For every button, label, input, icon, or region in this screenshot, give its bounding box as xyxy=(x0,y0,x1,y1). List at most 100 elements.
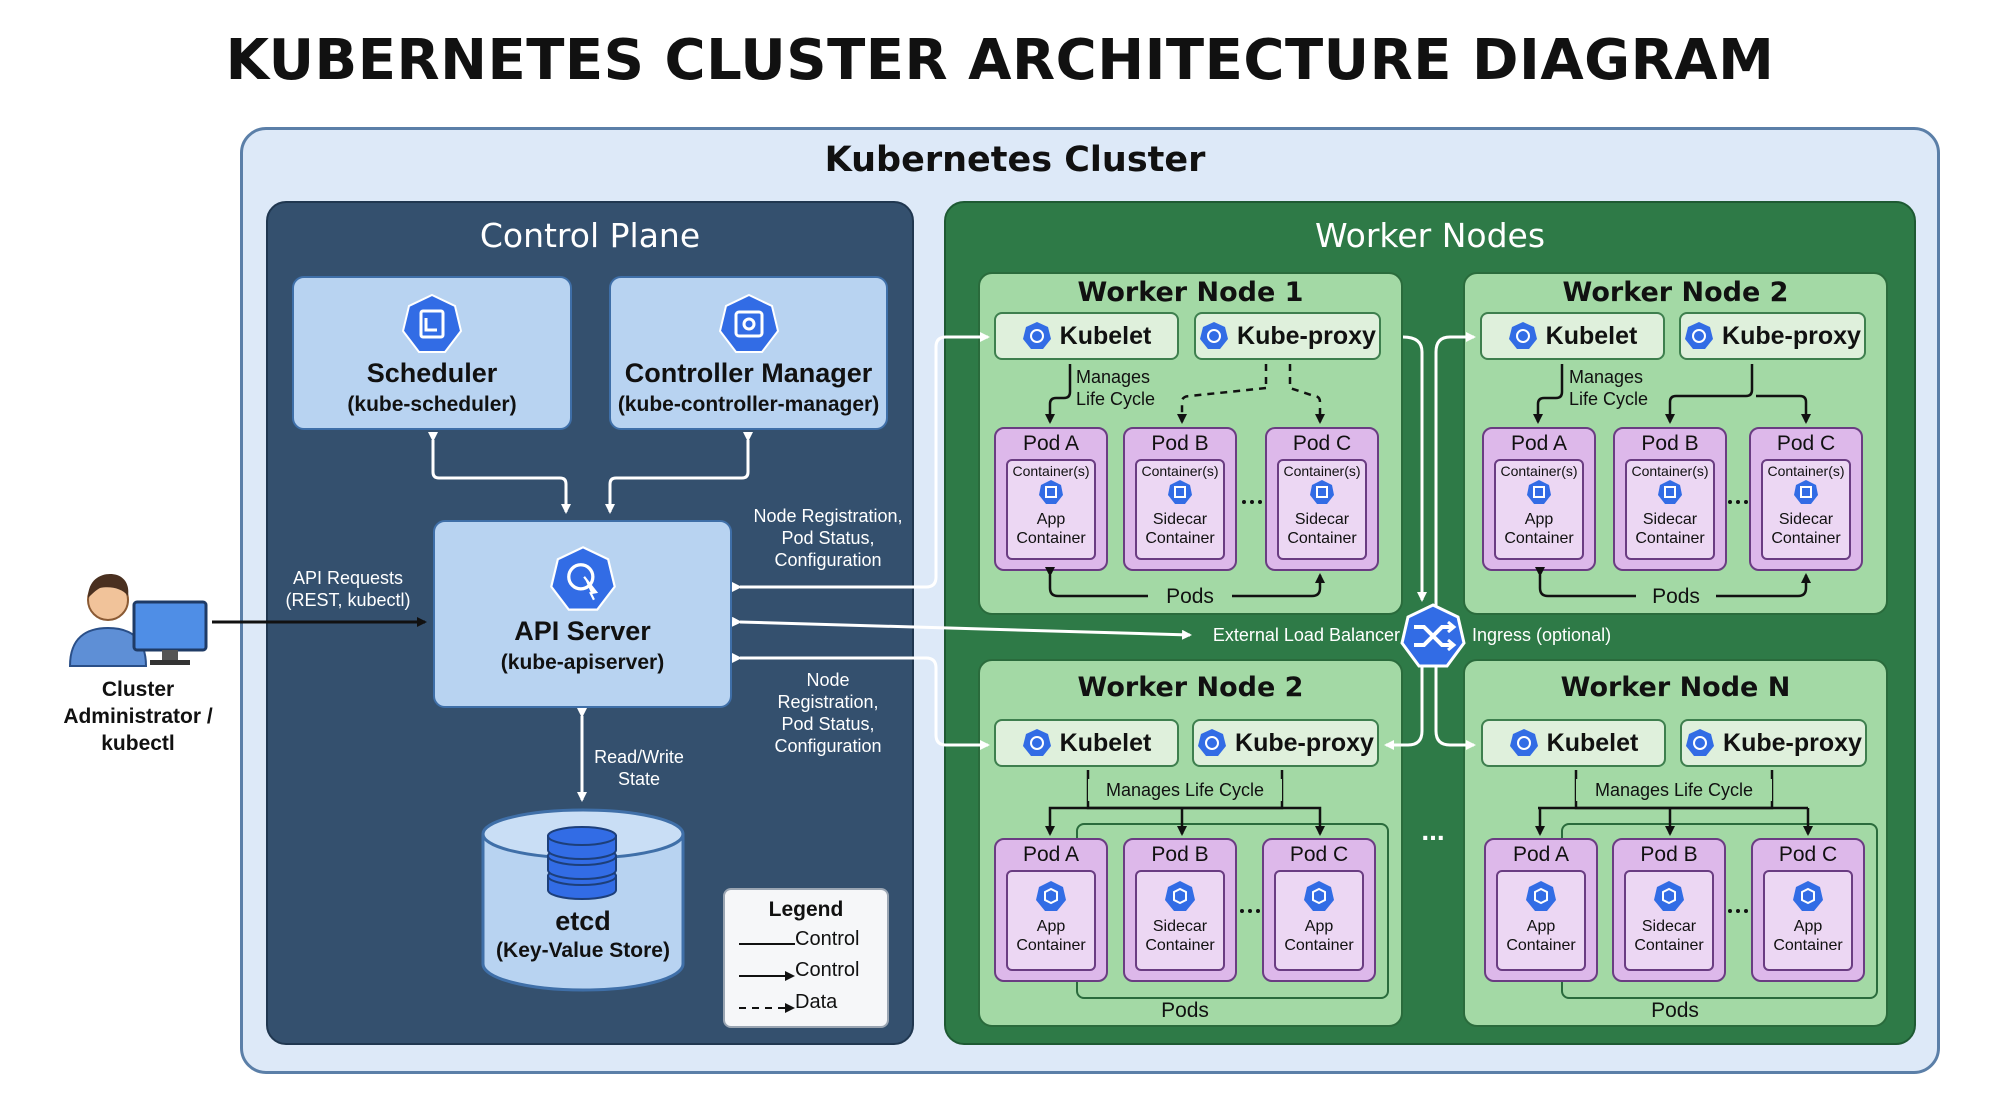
pod-a-node-1[interactable]: Pod A Container(s) App Container xyxy=(994,427,1108,571)
api-requests-label: API Requests (REST, kubectl) xyxy=(270,567,426,611)
pod-b-node-1[interactable]: Pod B Container(s) Sidecar Container xyxy=(1123,427,1237,571)
controller-manager-name: Controller Manager xyxy=(624,358,873,388)
kube-proxy-node-2-bottom[interactable]: Kube-proxy xyxy=(1192,719,1379,767)
pod-name: Pod C xyxy=(1289,843,1349,866)
pod-a-node-2-top[interactable]: Pod A Container(s) App Container xyxy=(1482,427,1596,571)
pod-c-node-2-top[interactable]: Pod C Container(s) Sidecar Container xyxy=(1749,427,1863,571)
container-icon xyxy=(1165,881,1195,911)
node-reg-bottom-line2: Registration, xyxy=(777,692,879,712)
manages-line1: Manages xyxy=(1569,367,1644,387)
more-nodes-ellipsis: ... xyxy=(1421,815,1445,846)
kubelet-label: Kubelet xyxy=(1546,728,1639,757)
api-server-icon xyxy=(549,546,616,611)
pod-c-node-n[interactable]: Pod C App Container xyxy=(1751,838,1865,982)
container-text-1: App xyxy=(1793,918,1823,935)
ingress-label: Ingress (optional) xyxy=(1472,625,1612,645)
containers-label: Container(s) xyxy=(1283,463,1361,479)
container-box: Sidecar Container xyxy=(1624,870,1714,971)
pod-a-node-n[interactable]: Pod A App Container xyxy=(1484,838,1598,982)
pods-label-node-2-bottom: Pods xyxy=(1161,999,1209,1022)
etcd-sub: (Key-Value Store) xyxy=(496,939,670,962)
node-reg-top-line3: Configuration xyxy=(774,550,882,570)
pod-b-node-2-top[interactable]: Pod B Container(s) Sidecar Container xyxy=(1613,427,1727,571)
container-text-2: Container xyxy=(1504,530,1574,547)
container-text-1: Sidecar xyxy=(1642,511,1698,528)
pods-label-node-2-top: Pods xyxy=(1652,585,1700,608)
kubelet-label: Kubelet xyxy=(1059,321,1152,350)
pod-b-node-2-bottom[interactable]: Pod B Sidecar Container xyxy=(1123,838,1237,982)
controller-manager-box[interactable]: Controller Manager (kube-controller-mana… xyxy=(609,276,888,430)
pod-name: Pod C xyxy=(1778,843,1838,866)
container-box: Container(s) App Container xyxy=(1494,459,1584,560)
kubelet-node-1[interactable]: Kubelet xyxy=(994,312,1179,360)
containers-label: Container(s) xyxy=(1012,463,1090,479)
worker-node-1-title: Worker Node 1 xyxy=(1077,277,1304,308)
container-box: Container(s) Sidecar Container xyxy=(1625,459,1715,560)
container-box: Container(s) Sidecar Container xyxy=(1135,459,1225,560)
kubelet-icon xyxy=(1022,729,1051,756)
kube-proxy-icon xyxy=(1685,322,1714,349)
admin-label-line2: Administrator / xyxy=(63,705,213,728)
legend-item-control-line: Control xyxy=(795,928,860,950)
pod-b-node-n[interactable]: Pod B Sidecar Container xyxy=(1612,838,1726,982)
node-registration-bottom-label: Node Registration, Pod Status, Configura… xyxy=(748,669,908,757)
container-text-2: Container xyxy=(1284,937,1354,954)
etcd-name: etcd xyxy=(555,906,611,936)
kube-proxy-node-n[interactable]: Kube-proxy xyxy=(1680,719,1867,767)
container-box: Container(s) Sidecar Container xyxy=(1761,459,1851,560)
kube-proxy-icon xyxy=(1200,322,1229,349)
container-icon xyxy=(1036,881,1066,911)
container-text-2: Container xyxy=(1016,530,1086,547)
container-text-2: Container xyxy=(1016,937,1086,954)
pod-name: Pod C xyxy=(1776,432,1836,455)
pod-a-node-2-bottom[interactable]: Pod A App Container xyxy=(994,838,1108,982)
container-icon xyxy=(1654,881,1684,911)
kubelet-node-2-top[interactable]: Kubelet xyxy=(1480,312,1665,360)
manages-label-node-2-bottom: Manages Life Cycle xyxy=(1088,779,1282,801)
legend-title: Legend xyxy=(768,898,844,921)
kubelet-node-2-bottom[interactable]: Kubelet xyxy=(994,719,1179,767)
scheduler-box[interactable]: Scheduler (kube-scheduler) xyxy=(292,276,572,430)
kube-proxy-node-2-top[interactable]: Kube-proxy xyxy=(1679,312,1866,360)
api-requests-line2: (REST, kubectl) xyxy=(285,590,411,610)
container-icon xyxy=(1310,480,1334,504)
read-write-line1: Read/Write xyxy=(594,747,684,767)
api-server-sub: (kube-apiserver) xyxy=(500,651,665,674)
kube-proxy-icon xyxy=(1686,729,1715,756)
database-icon xyxy=(547,826,617,900)
container-box: App Container xyxy=(1006,870,1096,971)
node-registration-top-label: Node Registration, Pod Status, Configura… xyxy=(738,505,918,571)
container-text-1: Sidecar xyxy=(1294,511,1350,528)
kubelet-node-n[interactable]: Kubelet xyxy=(1481,719,1666,767)
kube-proxy-label: Kube-proxy xyxy=(1235,728,1374,757)
kube-proxy-node-1[interactable]: Kube-proxy xyxy=(1194,312,1381,360)
controller-manager-sub: (kube-controller-manager) xyxy=(617,393,880,416)
container-text-1: Sidecar xyxy=(1641,918,1697,935)
container-icon xyxy=(1168,480,1192,504)
manages-label-node-2-top: Manages Life Cycle xyxy=(1569,366,1659,410)
pod-name: Pod A xyxy=(1512,843,1570,866)
worker-node-2-bottom-title: Worker Node 2 xyxy=(1077,672,1304,703)
pod-c-node-2-bottom[interactable]: Pod C App Container xyxy=(1262,838,1376,982)
api-server-box[interactable]: API Server (kube-apiserver) xyxy=(433,520,732,708)
page-title: KUBERNETES CLUSTER ARCHITECTURE DIAGRAM xyxy=(225,28,1775,93)
containers-label: Container(s) xyxy=(1141,463,1219,479)
pod-c-node-1[interactable]: Pod C Container(s) Sidecar Container xyxy=(1265,427,1379,571)
container-icon xyxy=(1658,480,1682,504)
manages-line2: Life Cycle xyxy=(1569,389,1649,409)
container-text-2: Container xyxy=(1287,530,1357,547)
container-text-1: Sidecar xyxy=(1778,511,1834,528)
kube-proxy-label: Kube-proxy xyxy=(1237,321,1376,350)
container-text-2: Container xyxy=(1506,937,1576,954)
load-balancer-icon[interactable] xyxy=(1400,603,1466,669)
container-text-2: Container xyxy=(1771,530,1841,547)
read-write-line2: State xyxy=(617,769,661,789)
containers-label: Container(s) xyxy=(1767,463,1845,479)
manages-line2: Life Cycle xyxy=(1076,389,1156,409)
container-text-2: Container xyxy=(1145,937,1215,954)
container-box: App Container xyxy=(1274,870,1364,971)
pod-name: Pod B xyxy=(1641,432,1699,455)
kubelet-icon xyxy=(1509,729,1538,756)
container-text-1: App xyxy=(1526,918,1556,935)
node-reg-bottom-line4: Configuration xyxy=(774,736,882,756)
